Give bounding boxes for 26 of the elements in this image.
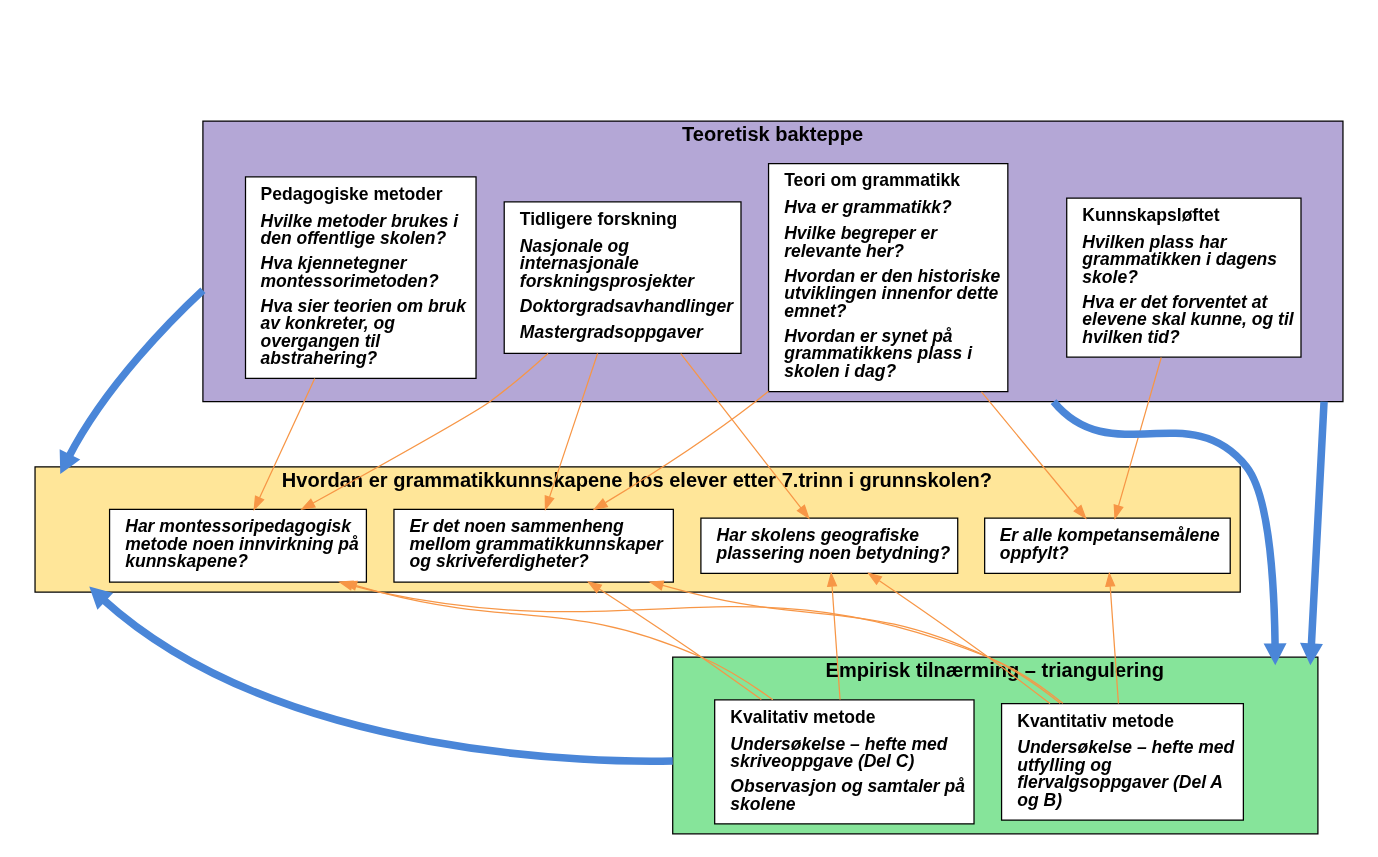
arrow (586, 581, 762, 701)
arrow (648, 580, 1061, 704)
node-box: Har montessoripedagogisk metode noen innvirkning på kunnskapene? (108, 508, 368, 583)
node-box: Har skolens geografiske plassering noen betydning? (700, 517, 959, 574)
arrow (1300, 401, 1328, 666)
arrow (826, 571, 841, 701)
arrow (1105, 571, 1120, 705)
arrow (89, 586, 673, 765)
node-box: Tidligere forskning Nasjonale og internasjonale forskningsprosjekter Doktorgradsavhandlinger Mastergradsoppgaver (503, 201, 742, 355)
node-box: Kvalitativ metode Undersøkelse – hefte med skriveoppgave (Del C) Observasjon og samtaler på skolene (714, 699, 975, 825)
arrow (253, 377, 316, 512)
arrow (867, 572, 1051, 705)
arrow (680, 352, 810, 520)
arrow (1113, 356, 1162, 520)
node-box: Teori om grammatikk Hva er grammatikk? Hvilke begreper er relevante her? Hvordan er den historiske utviklingen innenfor dette emnet? Hvordan er synet på grammatikkens plass i skolen i dag? (767, 163, 1009, 393)
node-box: Kvantitativ metode Undersøkelse – hefte med utfylling og flervalgsoppgaver (Del A og B) (1000, 702, 1244, 821)
arrow (342, 580, 774, 701)
arrow (300, 352, 549, 511)
arrow (544, 352, 599, 511)
node-box: Er det noen sammenheng mellom grammatikkunnskaper og skriveferdigheter? (393, 508, 674, 583)
arrow (980, 391, 1087, 520)
arrow (59, 287, 206, 475)
arrow (1050, 398, 1287, 666)
node-box: Pedagogiske metoder Hvilke metoder brukes i den offentlige skolen? Hva kjennetegner montessorimetoden? Hva sier teorien om bruk av konkreter, og overgangen til abstrahering? (244, 176, 477, 380)
node-box: Er alle kompetansemålene oppfylt? (984, 517, 1231, 574)
node-box: Kunnskapsløftet Hvilken plass har grammatikken i dagens skole? Hva er det forventet at elevene skal kunne, og til hvilken tid? (1066, 197, 1302, 358)
